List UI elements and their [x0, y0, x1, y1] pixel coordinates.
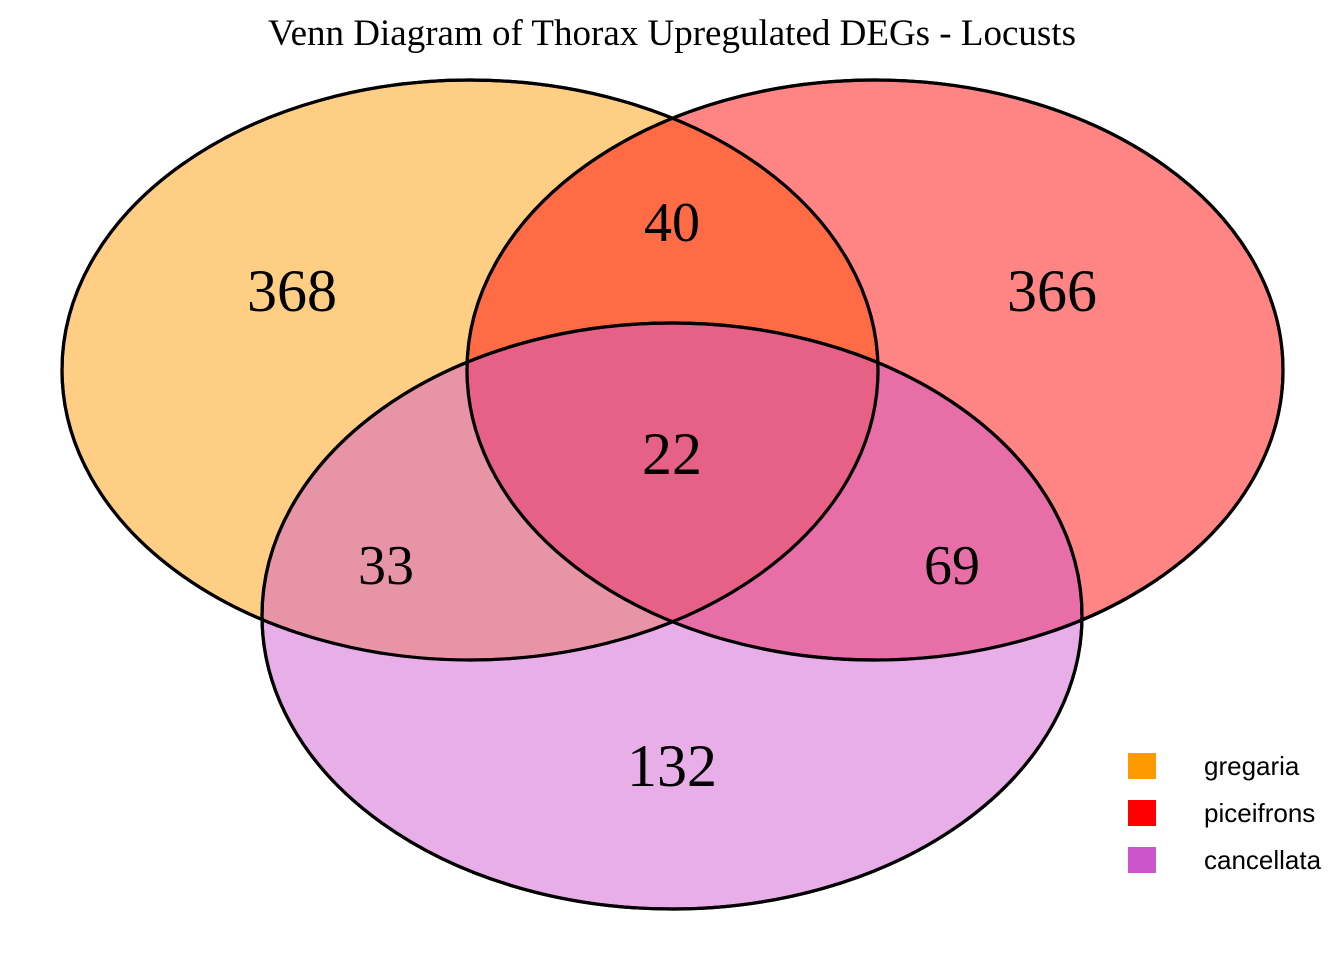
ellipse-outline-piceifrons [465, 78, 1285, 662]
region-label-piceifrons-only: 366 [1007, 258, 1097, 324]
region-label-gregaria-only: 368 [247, 258, 337, 324]
legend-item-cancellata[interactable]: cancellata [1128, 845, 1322, 875]
legend-swatch-piceifrons [1128, 800, 1156, 826]
legend-label-cancellata: cancellata [1204, 845, 1322, 875]
legend-item-piceifrons[interactable]: piceifrons [1128, 798, 1315, 828]
region-label-cancellata-only: 132 [627, 733, 717, 799]
region-label-gregaria-cancellata: 33 [358, 535, 414, 597]
venn-ellipse-fills [60, 78, 1285, 911]
page-title: Venn Diagram of Thorax Upregulated DEGs … [268, 13, 1076, 54]
legend-label-piceifrons: piceifrons [1204, 798, 1315, 828]
region-label-gregaria-piceifrons: 40 [644, 192, 700, 254]
ellipse-outline-cancellata [260, 321, 1084, 911]
legend-label-gregaria: gregaria [1204, 751, 1300, 781]
legend: gregaria piceifrons cancellata [1128, 751, 1322, 875]
legend-swatch-cancellata [1128, 847, 1156, 873]
ellipse-outline-gregaria [60, 78, 880, 662]
region-label-all-three: 22 [642, 421, 702, 487]
region-label-piceifrons-cancellata: 69 [924, 535, 980, 597]
legend-swatch-gregaria [1128, 753, 1156, 779]
venn-ellipse-outlines [60, 78, 1285, 911]
ellipse-cancellata [260, 321, 1084, 911]
legend-item-gregaria[interactable]: gregaria [1128, 751, 1300, 781]
